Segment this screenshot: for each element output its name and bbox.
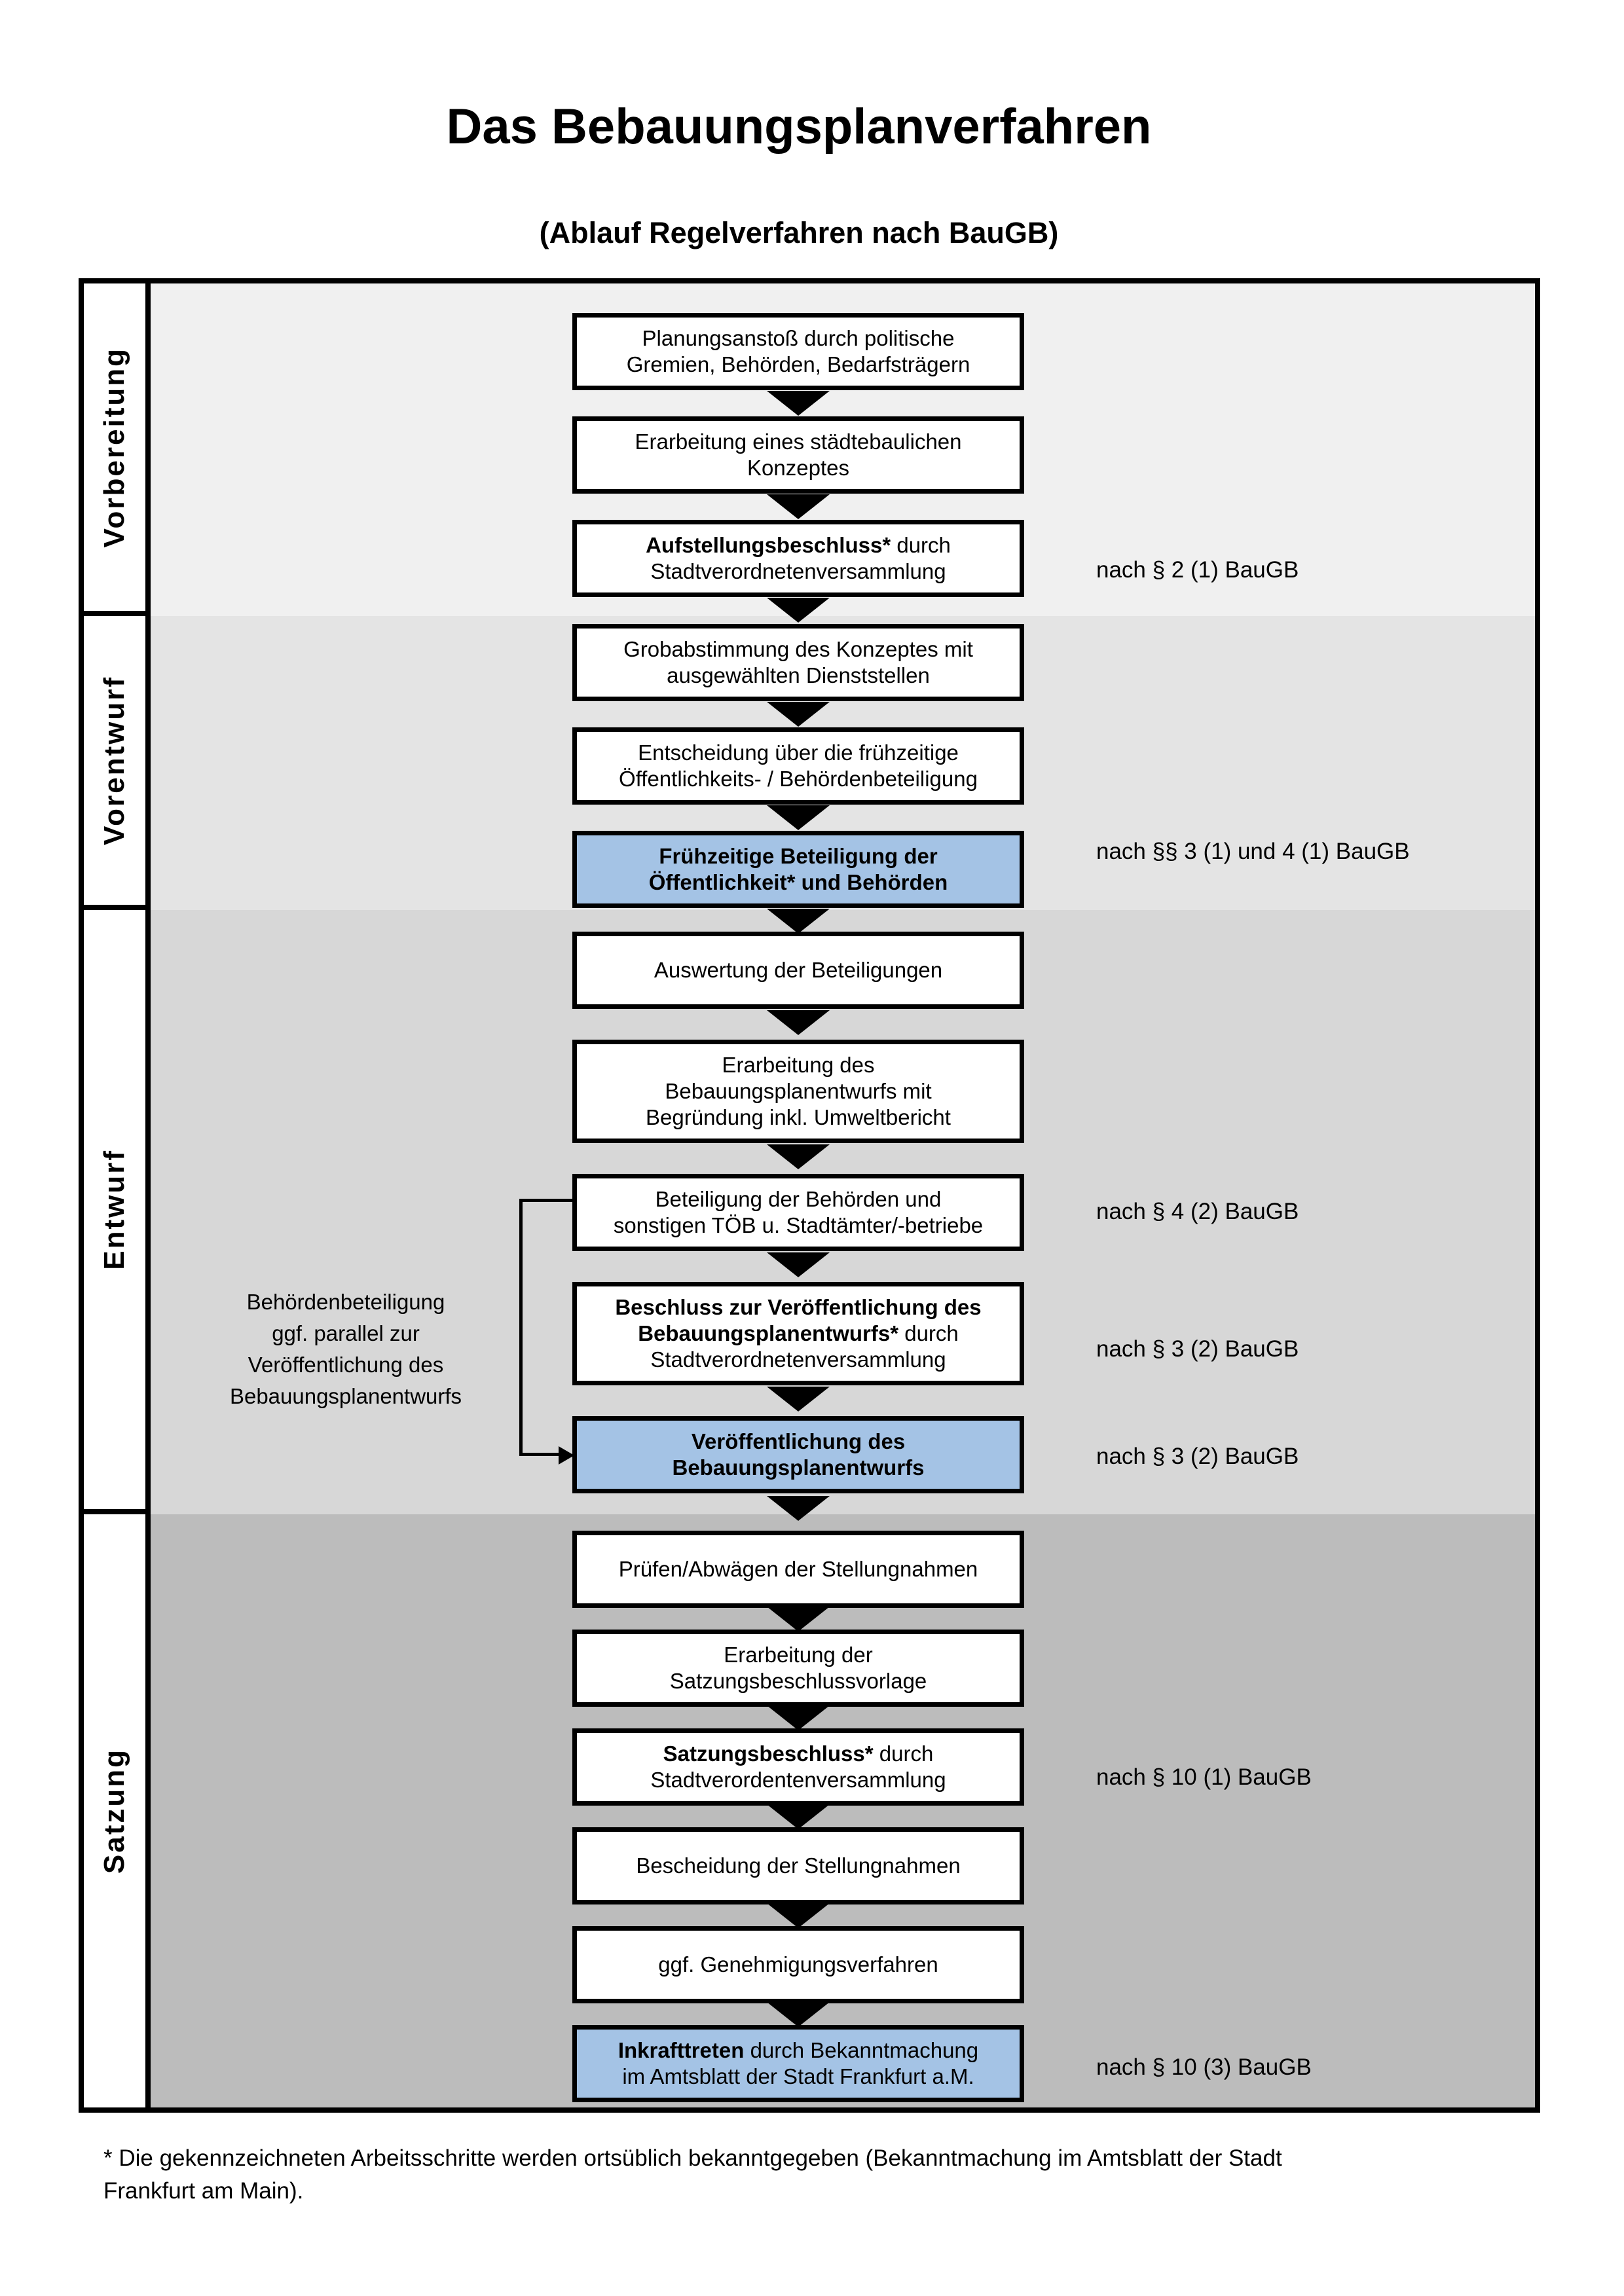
page-subtitle: (Ablauf Regelverfahren nach BauGB) xyxy=(539,216,1059,249)
step-box-pruefen: Prüfen/Abwägen der Stellungnahmen xyxy=(572,1531,1024,1608)
arrow-down-icon xyxy=(767,1903,830,1928)
step-text: durch Stadtverordnetenversammlung xyxy=(650,1321,959,1372)
step-text: durch Stadtverordnetenversammlung xyxy=(650,533,951,583)
step-box-satzungsvorlage: Erarbeitung der Satzungsbeschlussvorlage xyxy=(572,1630,1024,1707)
step-box-satzungsbeschluss: Satzungsbeschluss* durch Stadtverordente… xyxy=(572,1728,1024,1806)
phase-label-vorbereitung: Vorbereitung xyxy=(84,283,151,616)
step-box-behoerdenbeteiligung: Beteiligung der Behörden und sonstigen T… xyxy=(572,1174,1024,1251)
bracket-line-bottom xyxy=(519,1453,560,1456)
step-box-auswertung: Auswertung der Beteiligungen xyxy=(572,932,1024,1009)
step-text: Erarbeitung des Bebauungsplanentwurfs mi… xyxy=(646,1053,951,1129)
bracket-line-top xyxy=(519,1199,572,1202)
legal-ref: nach § 10 (1) BauGB xyxy=(1096,1764,1312,1790)
step-text-bold: Satzungsbeschluss* xyxy=(663,1741,874,1766)
arrow-down-icon xyxy=(767,1387,830,1412)
legal-ref: nach § 3 (2) BauGB xyxy=(1096,1336,1299,1362)
step-text: Erarbeitung der Satzungsbeschlussvorlage xyxy=(669,1643,927,1693)
legal-ref: nach §§ 3 (1) und 4 (1) BauGB xyxy=(1096,839,1410,864)
phase-label-text: Entwurf xyxy=(98,1149,130,1270)
step-box-entscheidung: Entscheidung über die frühzeitige Öffent… xyxy=(572,727,1024,805)
arrow-down-icon xyxy=(767,909,830,934)
phase-label-satzung: Satzung xyxy=(84,1514,151,2107)
step-box-aufstellungsbeschluss: Aufstellungsbeschluss* durch Stadtverord… xyxy=(572,520,1024,597)
step-box-grobabstimmung: Grobabstimmung des Konzeptes mit ausgewä… xyxy=(572,624,1024,701)
phase-label-column: Vorbereitung Vorentwurf Entwurf Satzung xyxy=(84,283,151,2107)
step-box-planungsanstoss: Planungsanstoß durch politische Gremien,… xyxy=(572,313,1024,390)
legal-ref: nach § 3 (2) BauGB xyxy=(1096,1444,1299,1469)
arrow-down-icon xyxy=(767,702,830,727)
arrow-down-icon xyxy=(767,391,830,416)
step-text-bold: Beschluss zur Veröffentlichung des Bebau… xyxy=(615,1295,982,1345)
arrow-right-icon xyxy=(559,1446,574,1465)
step-box-fruehzeitige-beteiligung: Frühzeitige Beteiligung der Öffentlichke… xyxy=(572,831,1024,908)
step-text: durch Bekanntmachung im Amtsblatt der St… xyxy=(622,2038,979,2088)
step-text-bold: Frühzeitige Beteiligung der Öffentlichke… xyxy=(648,844,948,894)
step-text: ggf. Genehmigungsverfahren xyxy=(658,1952,938,1977)
arrow-down-icon xyxy=(767,1607,830,1631)
band-satzung xyxy=(151,1514,1535,2107)
step-box-inkrafttreten: Inkrafttreten durch Bekanntmachung im Am… xyxy=(572,2025,1024,2102)
step-text: Erarbeitung eines städtebaulichen Konzep… xyxy=(635,429,962,480)
legal-ref: nach § 10 (3) BauGB xyxy=(1096,2054,1312,2080)
phase-label-text: Vorentwurf xyxy=(98,676,130,845)
step-text: Bescheidung der Stellungnahmen xyxy=(636,1853,961,1878)
footnote: * Die gekennzeichneten Arbeitsschritte w… xyxy=(103,2145,1282,2204)
phase-label-vorentwurf: Vorentwurf xyxy=(84,616,151,910)
step-text: Grobabstimmung des Konzeptes mit ausgewä… xyxy=(623,637,973,687)
step-box-konzept: Erarbeitung eines städtebaulichen Konzep… xyxy=(572,416,1024,494)
legal-ref: nach § 2 (1) BauGB xyxy=(1096,557,1299,583)
arrow-down-icon xyxy=(767,494,830,519)
step-box-veroeffentlichung: Veröffentlichung des Bebauungsplanentwur… xyxy=(572,1416,1024,1493)
arrow-down-icon xyxy=(767,1252,830,1277)
arrow-down-icon xyxy=(767,1010,830,1035)
arrow-down-icon xyxy=(767,805,830,830)
phase-label-text: Vorbereitung xyxy=(98,346,130,548)
step-text: Beteiligung der Behörden und sonstigen T… xyxy=(613,1187,984,1237)
arrow-down-icon xyxy=(767,1804,830,1829)
arrow-down-icon xyxy=(767,1496,830,1521)
step-text: Planungsanstoß durch politische Gremien,… xyxy=(626,326,970,376)
step-text-bold: Veröffentlichung des Bebauungsplanentwur… xyxy=(672,1429,925,1480)
step-text: durch Stadtverordentenversammlung xyxy=(650,1741,946,1792)
arrow-down-icon xyxy=(767,2002,830,2027)
side-note: Behördenbeteiligung ggf. parallel zur Ve… xyxy=(229,1290,462,1408)
bracket-line-vertical xyxy=(519,1199,523,1455)
step-text: Entscheidung über die frühzeitige Öffent… xyxy=(619,740,978,791)
step-box-bescheidung: Bescheidung der Stellungnahmen xyxy=(572,1827,1024,1904)
legal-ref: nach § 4 (2) BauGB xyxy=(1096,1199,1299,1224)
arrow-down-icon xyxy=(767,598,830,623)
phase-label-text: Satzung xyxy=(98,1747,130,1874)
page-title: Das Bebauungsplanverfahren xyxy=(446,99,1152,155)
step-text-bold: Aufstellungsbeschluss* xyxy=(646,533,891,557)
step-box-genehmigungsverfahren: ggf. Genehmigungsverfahren xyxy=(572,1926,1024,2003)
step-text: Prüfen/Abwägen der Stellungnahmen xyxy=(618,1557,978,1581)
step-text-bold: Inkrafttreten xyxy=(618,2038,745,2062)
arrow-down-icon xyxy=(767,1705,830,1730)
diagram-frame: Vorbereitung Vorentwurf Entwurf Satzung … xyxy=(79,278,1540,2113)
step-text: Auswertung der Beteiligungen xyxy=(654,958,943,982)
step-box-erarbeitung-entwurf: Erarbeitung des Bebauungsplanentwurfs mi… xyxy=(572,1040,1024,1143)
step-box-veroeffentlichungsbeschluss: Beschluss zur Veröffentlichung des Bebau… xyxy=(572,1282,1024,1385)
phase-label-entwurf: Entwurf xyxy=(84,910,151,1514)
arrow-down-icon xyxy=(767,1144,830,1169)
diagram-inner: Vorbereitung Vorentwurf Entwurf Satzung … xyxy=(84,283,1535,2107)
